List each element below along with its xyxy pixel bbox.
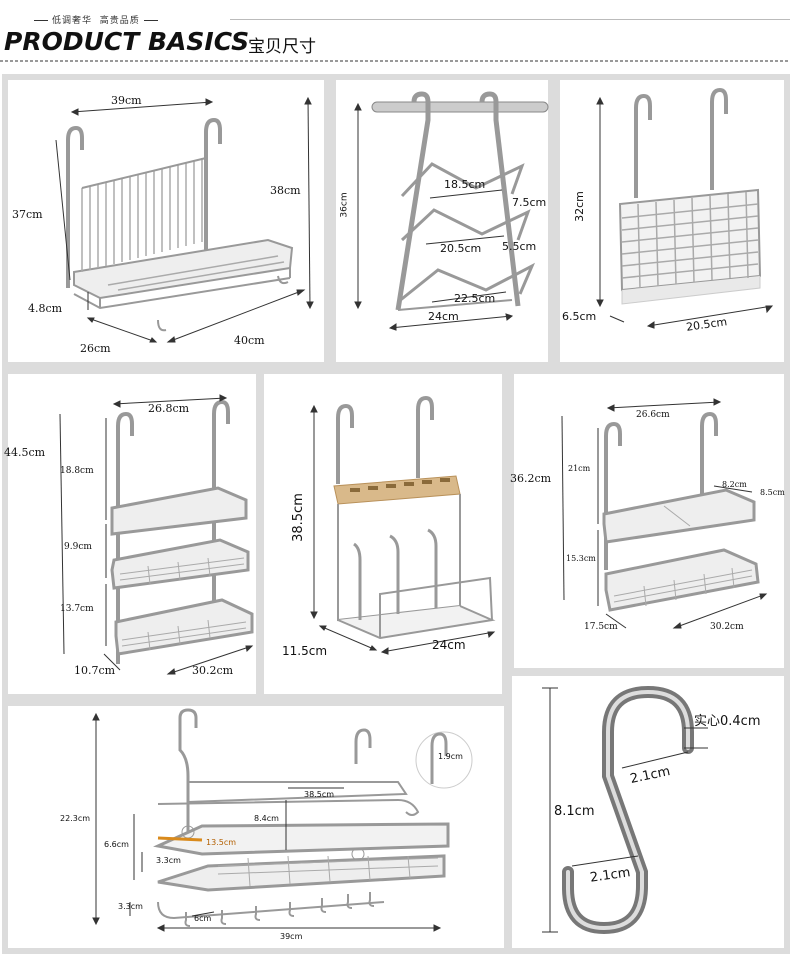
header-tagline: 低调奢华 高贵品质 (30, 13, 162, 26)
hook-rack-tray-width: 13.5cm (206, 838, 237, 847)
lid-rack-bottom-width: 22.5cm (454, 292, 496, 305)
two-tier-width: 26.6cm (636, 410, 670, 420)
three-tier-drawing (59, 394, 254, 675)
three-tier-total-height: 44.5cm (4, 446, 46, 459)
dish-rack-height-right: 38cm (270, 184, 301, 197)
dish-rack-drawing (55, 96, 314, 343)
page-title-cn: 宝贝尺寸 (248, 37, 316, 57)
three-tier-h2: 9.9cm (64, 542, 92, 552)
two-tier-total-height: 36.2cm (510, 472, 552, 485)
two-tier-depth: 17.5cm (584, 622, 618, 632)
hook-rack-drawing (92, 708, 473, 932)
header-divider (0, 60, 790, 62)
hook-rack-hook-detail: 1.9cm (438, 752, 463, 761)
panel-lid-rack: 36cm 18.5cm 7.5cm 20.5cm 5.5cm 22.5cm 24… (330, 74, 554, 368)
hook-rack-tray-height: 3.3cm (156, 856, 181, 865)
three-tier-h1: 18.8cm (60, 466, 94, 476)
three-tier-depth: 10.7cm (74, 664, 116, 677)
hook-rack-height: 22.3cm (60, 814, 91, 823)
hook-rack-top-width: 38.5cm (304, 790, 335, 799)
panel-utensil-holder: 32cm 6.5cm 20.5cm (554, 74, 790, 368)
hook-rack-shelf-height: 6.6cm (104, 840, 129, 849)
knife-block-drawing (310, 395, 496, 655)
panel-dish-rack: 39cm 37cm 38cm 4.8cm 26cm 40cm (2, 74, 330, 368)
dish-rack-length: 40cm (234, 334, 265, 347)
dish-rack-height-left: 37cm (12, 208, 43, 221)
three-tier-h3: 13.7cm (60, 604, 94, 614)
lid-rack-base-width: 24cm (428, 310, 459, 323)
two-tier-drawing (561, 398, 768, 629)
s-hook-drawing (542, 685, 708, 935)
s-hook-height: 8.1cm (554, 804, 595, 819)
lid-rack-drawing (354, 91, 549, 331)
dish-rack-depth: 26cm (80, 342, 111, 355)
page-title: PRODUCT BASICS (4, 27, 250, 56)
header-top-rule (230, 19, 790, 20)
hook-rack-hook-gap: 6cm (194, 914, 212, 923)
tagline-right: 高贵品质 (99, 16, 140, 26)
two-tier-d2: 8.5cm (760, 488, 785, 497)
page-header: 低调奢华 高贵品质 PRODUCT BASICS 宝贝尺寸 (0, 0, 790, 62)
hook-rack-width: 39cm (280, 932, 303, 941)
utensil-holder-drawing (596, 87, 774, 329)
knife-block-height: 38.5cm (290, 493, 306, 542)
knife-block-width: 24cm (432, 638, 466, 652)
utensil-holder-height: 32cm (572, 191, 586, 222)
two-tier-h2: 15.3cm (566, 554, 596, 563)
two-tier-h1: 21cm (568, 464, 591, 473)
lid-rack-top-gap: 7.5cm (512, 196, 547, 209)
panel-two-tier: 26.6cm 36.2cm 21cm 8.2cm 8.5cm 15.3cm 17… (508, 368, 790, 674)
panel-s-hook: 实心0.4cm 2.1cm 8.1cm 2.1cm (506, 670, 790, 954)
panel-knife-block: 38.5cm 11.5cm 24cm (258, 368, 508, 700)
panel-hook-rack: 22.3cm 38.5cm 8.4cm 6.6cm 13.5cm 3.3cm 3… (2, 700, 510, 954)
utensil-holder-depth: 6.5cm (562, 310, 597, 323)
two-tier-d1: 8.2cm (722, 480, 747, 489)
lid-rack-height: 36cm (339, 192, 350, 218)
panel-three-tier: 26.8cm 44.5cm 18.8cm 9.9cm 13.7cm 10.7cm… (2, 368, 262, 700)
lid-rack-top-width: 18.5cm (444, 178, 486, 191)
two-tier-length: 30.2cm (710, 622, 744, 632)
three-tier-width: 26.8cm (148, 402, 190, 415)
hook-rack-mid-height: 8.4cm (254, 814, 279, 823)
hook-rack-hooks-height: 3.3cm (118, 902, 143, 911)
lid-rack-mid-gap: 5.5cm (502, 240, 537, 253)
lid-rack-mid-width: 20.5cm (440, 242, 482, 255)
tagline-left: 低调奢华 (52, 16, 93, 26)
knife-block-depth: 11.5cm (282, 644, 328, 658)
dish-rack-width-top: 39cm (111, 94, 142, 107)
s-hook-solid: 实心0.4cm (694, 714, 761, 729)
three-tier-length: 30.2cm (192, 664, 234, 677)
dish-rack-base-height: 4.8cm (28, 302, 63, 315)
